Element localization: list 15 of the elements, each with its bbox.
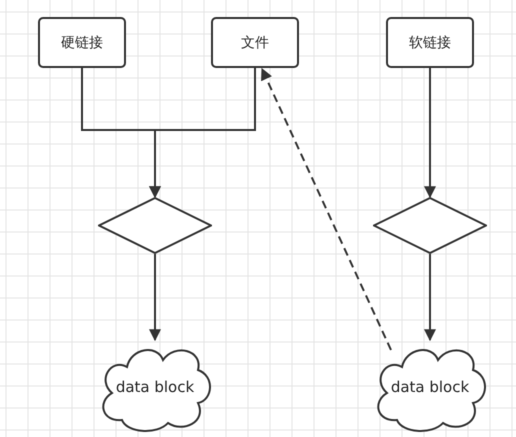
node-label: 软链接 [409,34,451,52]
process-box [386,17,474,68]
decision-diamond [98,197,212,254]
arrow [424,68,436,198]
decision-diamond [373,197,487,254]
arrow [424,254,436,342]
node-label: data block [116,378,194,396]
dashed-arrow [261,68,392,350]
node-label: 文件 [241,34,269,52]
node-label: 硬链接 [61,34,103,52]
process-box [211,17,299,68]
process-box [38,17,126,68]
arrow [149,254,161,342]
node-label: data block [390,378,470,396]
arrow [149,68,256,198]
